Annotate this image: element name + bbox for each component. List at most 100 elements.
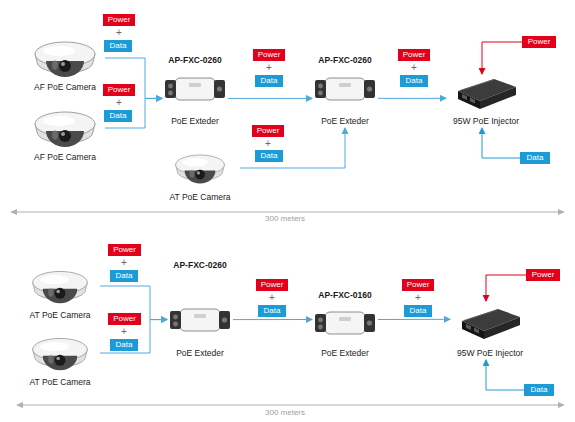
tag-text: Power (108, 84, 131, 96)
poe-link (486, 275, 526, 301)
power-tag: Power (103, 84, 135, 96)
plus-sign: + (262, 138, 274, 150)
plus-sign: + (408, 62, 420, 74)
tag-text: Power (113, 313, 136, 325)
tag-text: Data (410, 305, 427, 317)
power-tag: Power (108, 313, 141, 325)
poe-link (100, 286, 167, 320)
poe-injector (462, 309, 520, 339)
power-tag: Power (108, 244, 141, 256)
data-tag: Data (255, 150, 283, 162)
data-tag: Data (110, 339, 138, 351)
data-tag: Data (104, 40, 132, 52)
device-label: AT PoE Camera (169, 190, 230, 204)
dome-camera (35, 42, 95, 77)
tag-text: Data (261, 150, 278, 162)
plus-sign: + (118, 326, 130, 338)
poe-link (486, 360, 524, 390)
poe-link (482, 128, 520, 158)
camera-node: AT PoE Camera (160, 146, 240, 204)
camera-node: AT PoE Camera (20, 331, 100, 389)
plus-sign: + (113, 27, 125, 39)
poe-extender (315, 312, 375, 334)
tag-text: Power (532, 269, 555, 281)
dome-camera (33, 271, 88, 303)
tag-text: Data (116, 270, 133, 282)
extender-node: AP-FXC-0160PoE Exteder (312, 289, 378, 360)
tag-text: Power (407, 279, 430, 291)
power-tag: Power (402, 279, 434, 291)
camera-node: AF PoE Camera (25, 36, 105, 94)
tag-text: Power (113, 244, 136, 256)
device-label: PoE Exteder (176, 346, 224, 360)
poe-link (105, 98, 162, 128)
device-label: PoE Exteder (321, 114, 369, 128)
poe-link (228, 98, 312, 99)
tag-text: Power (257, 125, 280, 137)
data-tag: Data (110, 270, 138, 282)
device-label: AF PoE Camera (34, 150, 96, 164)
device-label: AT PoE Camera (29, 308, 90, 322)
tag-text: Data (110, 40, 127, 52)
data-tag: Data (404, 305, 432, 317)
data-tag: Data (520, 152, 550, 164)
poe-extender (165, 78, 225, 100)
tag-text: Data (261, 75, 278, 87)
distance-label: 300 meters (230, 408, 340, 418)
power-tag: Power (252, 125, 284, 137)
device-label: PoE Exteder (321, 346, 369, 360)
ruler-arrowhead (558, 402, 565, 408)
plus-sign: + (118, 257, 130, 269)
data-tag: Data (104, 110, 132, 122)
ruler-arrowhead (16, 402, 23, 408)
camera-node: AT PoE Camera (20, 264, 100, 322)
poe-link (100, 320, 167, 353)
poe-link (105, 58, 162, 98)
model-number: AP-FXC-0260 (318, 54, 371, 66)
tag-text: Power (258, 49, 281, 61)
tag-text: Power (261, 279, 284, 291)
poe-link (378, 319, 450, 320)
data-tag: Data (524, 384, 554, 396)
tag-text: Power (528, 36, 551, 48)
injector-node: 95W PoE Injector (450, 301, 530, 360)
poe-extender (315, 78, 375, 100)
poe-link (378, 98, 446, 99)
plus-sign: + (412, 292, 424, 304)
tag-text: Data (527, 152, 544, 164)
poe-link (233, 319, 312, 320)
camera-node: AF PoE Camera (25, 106, 105, 164)
distance-label: 300 meters (230, 214, 340, 224)
model-number: AP-FXC-0260 (168, 54, 221, 66)
plus-sign: + (266, 292, 278, 304)
extender-node: AP-FXC-0260PoE Exteder (162, 54, 228, 128)
injector-node: 95W PoE Injector (446, 74, 526, 128)
distance-ruler (16, 212, 559, 213)
poe-injector (458, 79, 516, 109)
plus-sign: + (113, 97, 125, 109)
distance-ruler (22, 405, 559, 406)
device-label: AT PoE Camera (29, 375, 90, 389)
power-tag: Power (526, 269, 560, 281)
power-tag: Power (398, 49, 430, 61)
tag-text: Data (531, 384, 548, 396)
extender-node: AP-FXC-0260PoE Exteder (167, 259, 233, 360)
poe-extender (170, 309, 230, 331)
tag-text: Data (116, 339, 133, 351)
power-tag: Power (103, 14, 135, 26)
device-label: AF PoE Camera (34, 80, 96, 94)
tag-text: Power (108, 14, 131, 26)
dome-camera (33, 338, 88, 370)
poe-link (482, 42, 522, 74)
tag-text: Power (403, 49, 426, 61)
tag-text: Data (264, 305, 281, 317)
power-tag: Power (253, 49, 285, 61)
tag-text: Data (406, 75, 423, 87)
device-label: 95W PoE Injector (453, 114, 519, 128)
ruler-arrowhead (558, 209, 565, 215)
model-number: AP-FXC-0160 (318, 289, 371, 301)
extender-node: AP-FXC-0260PoE Exteder (312, 54, 378, 128)
data-tag: Data (258, 305, 286, 317)
